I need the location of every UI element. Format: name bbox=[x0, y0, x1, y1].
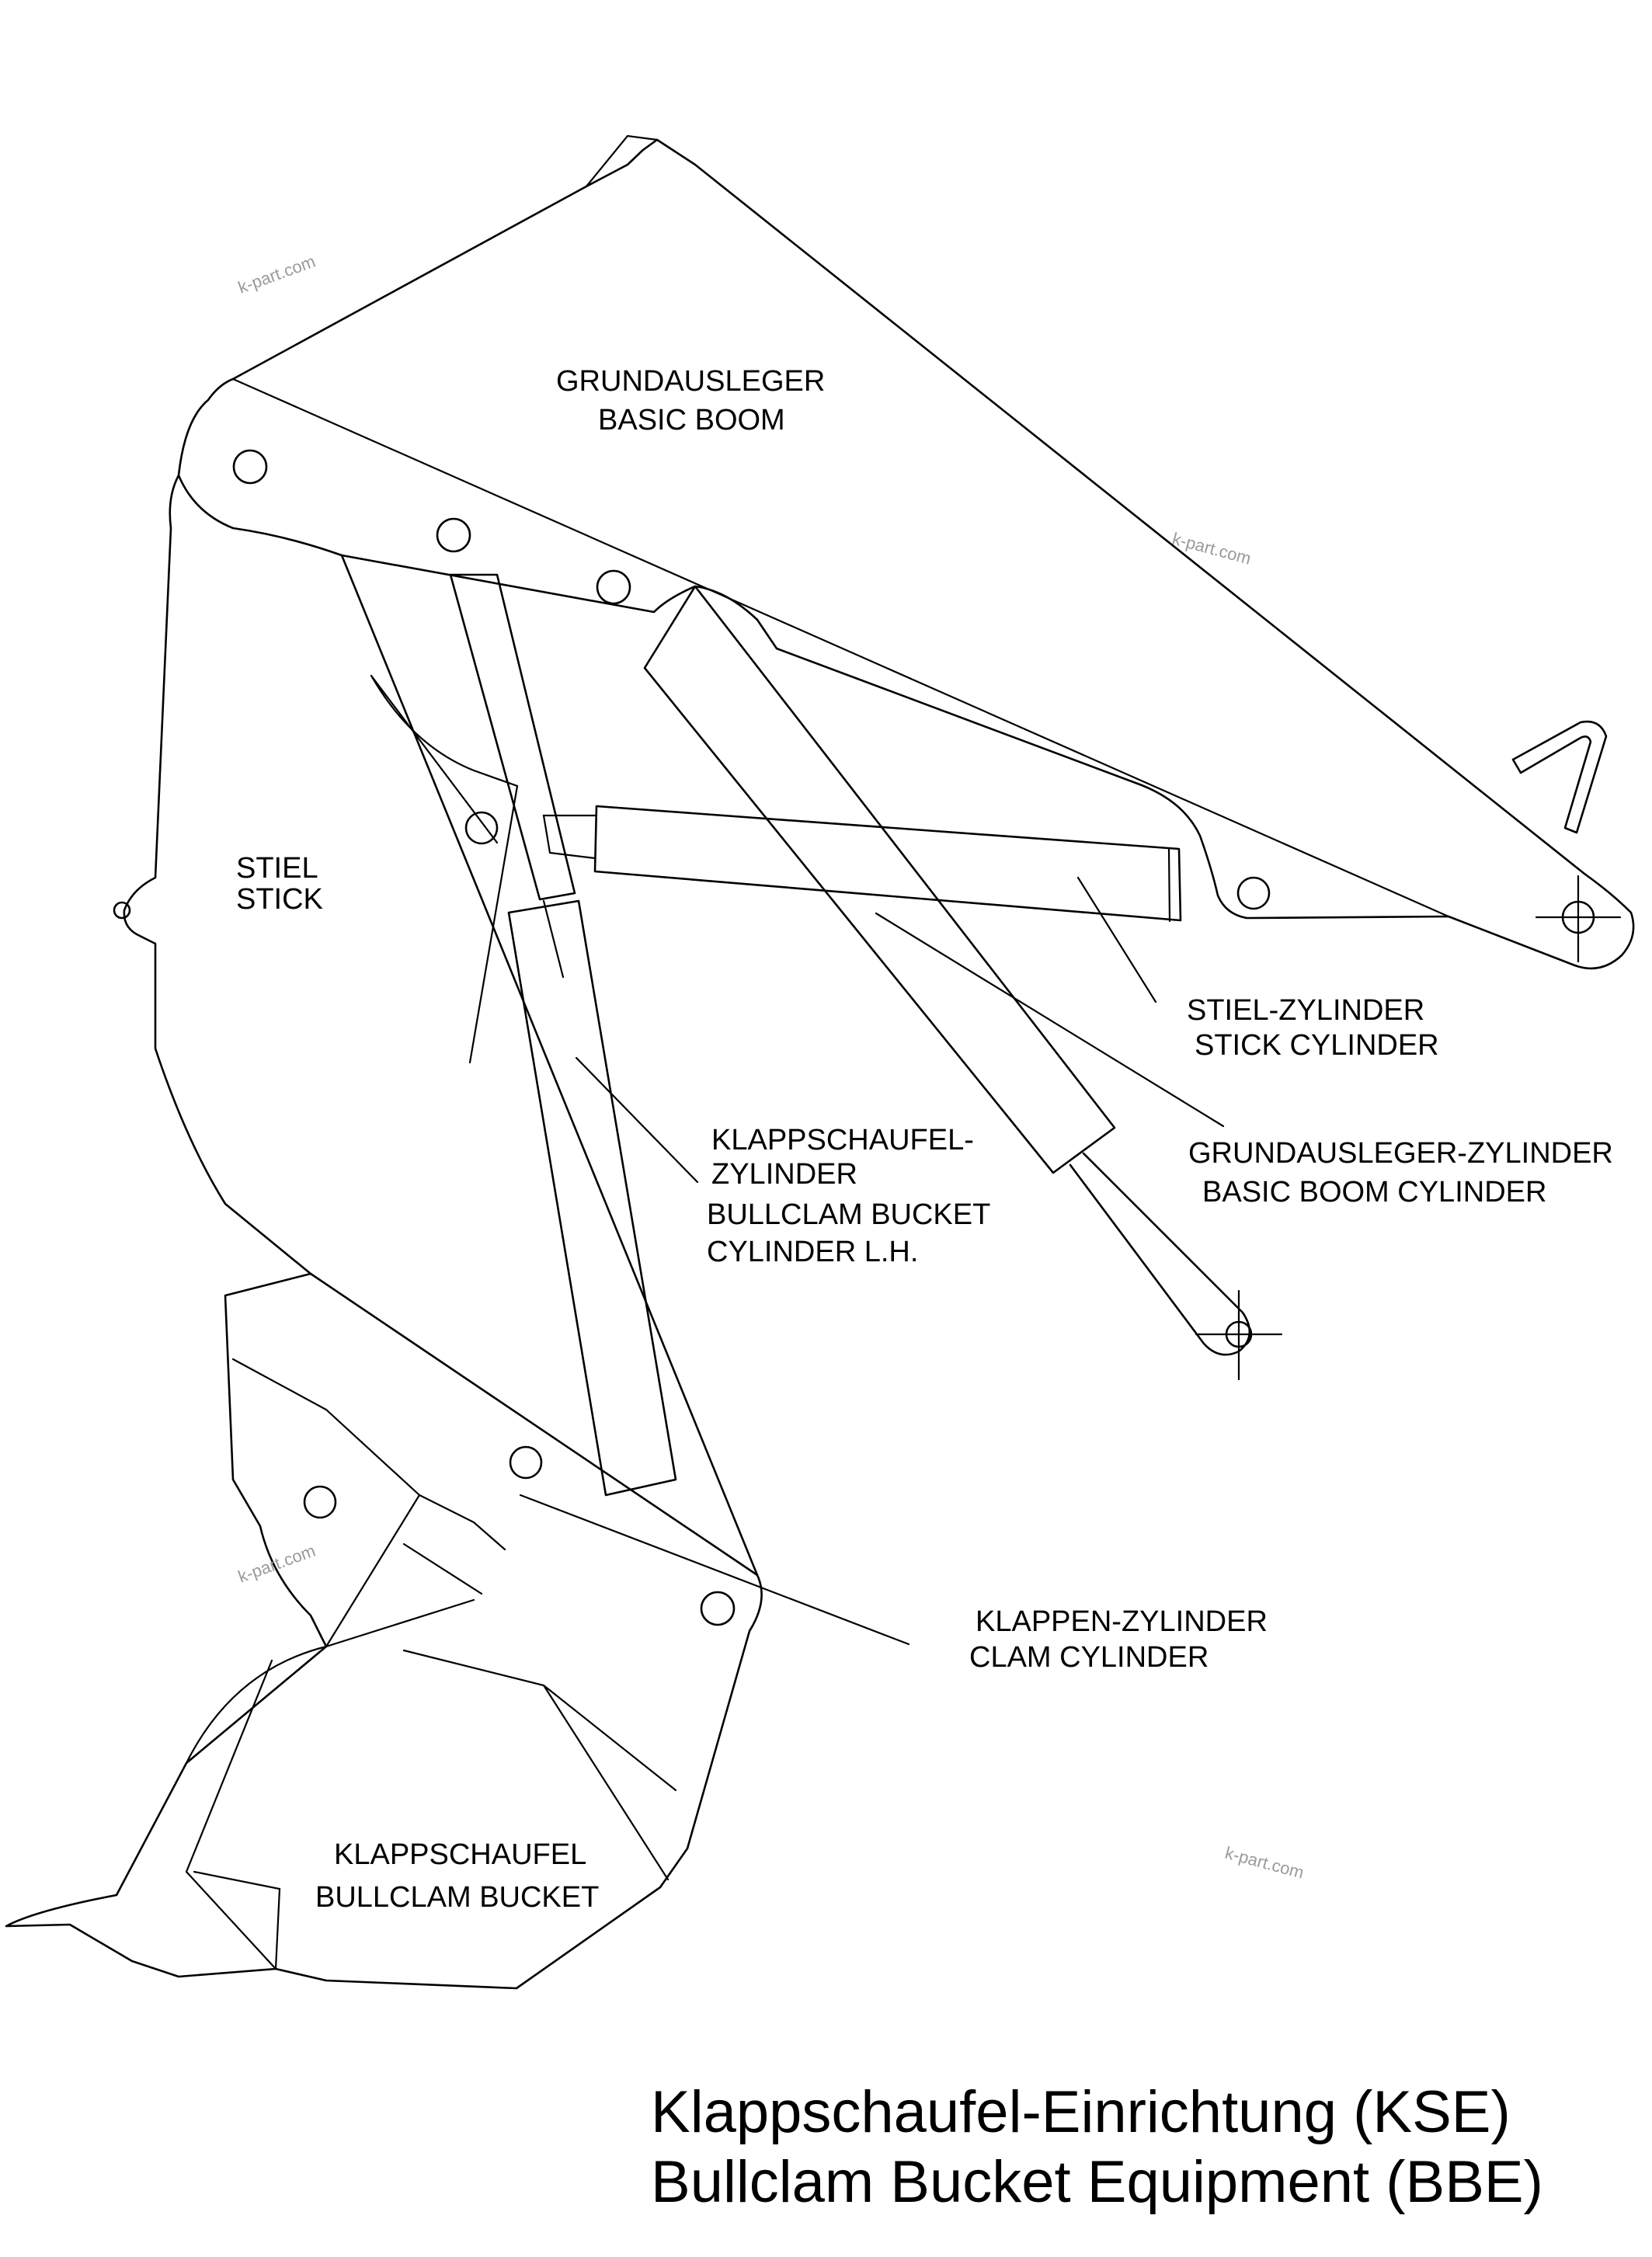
watermark: k-part.com bbox=[1170, 529, 1254, 569]
title-line-2: Bullclam Bucket Equipment (BBE) bbox=[651, 2149, 1543, 2215]
label-bucket-cylinder-de2: ZYLINDER bbox=[711, 1158, 857, 1191]
label-basic-boom-cylinder-en: BASIC BOOM CYLINDER bbox=[1202, 1176, 1546, 1208]
watermark: k-part.com bbox=[1223, 1843, 1306, 1883]
leader-clam-cylinder bbox=[519, 1494, 910, 1646]
label-bucket-cylinder-en1: BULLCLAM BUCKET bbox=[707, 1198, 990, 1231]
label-stick-en: STICK bbox=[236, 883, 323, 916]
label-bucket-de: KLAPPSCHAUFEL bbox=[334, 1838, 586, 1871]
label-basic-boom-cylinder-de: GRUNDAUSLEGER-ZYLINDER bbox=[1188, 1137, 1613, 1170]
leader-stick-cylinder bbox=[1076, 876, 1157, 1003]
label-basic-boom-en: BASIC BOOM bbox=[598, 404, 785, 436]
label-bucket-cylinder-en2: CYLINDER L.H. bbox=[707, 1236, 918, 1268]
bucket-part bbox=[5, 1272, 763, 1990]
label-stick-cylinder-en: STICK CYLINDER bbox=[1195, 1029, 1439, 1062]
basic-boom-part bbox=[177, 134, 1635, 970]
label-stick-cylinder-de: STIEL-ZYLINDER bbox=[1187, 994, 1424, 1027]
basic-boom-cylinder-part bbox=[643, 585, 1283, 1381]
stick-part bbox=[113, 474, 759, 1577]
label-basic-boom-de: GRUNDAUSLEGER bbox=[556, 365, 825, 398]
label-clam-cylinder-de: KLAPPEN-ZYLINDER bbox=[976, 1605, 1268, 1638]
label-bucket-en: BULLCLAM BUCKET bbox=[315, 1881, 599, 1914]
leader-bucket-cylinder bbox=[575, 1056, 699, 1184]
watermark: k-part.com bbox=[235, 252, 318, 297]
label-stick-de: STIEL bbox=[236, 852, 318, 885]
stick-cylinder-part bbox=[542, 805, 1182, 923]
title-line-1: Klappschaufel-Einrichtung (KSE) bbox=[651, 2079, 1511, 2145]
leader-basic-boom-cylinder bbox=[875, 912, 1225, 1128]
leader-lines bbox=[519, 876, 1225, 1646]
label-clam-cylinder-en: CLAM CYLINDER bbox=[969, 1641, 1209, 1674]
bucket-cylinder-part bbox=[449, 573, 677, 1497]
label-bucket-cylinder-de1: KLAPPSCHAUFEL- bbox=[711, 1124, 974, 1156]
watermark: k-part.com bbox=[235, 1541, 318, 1587]
